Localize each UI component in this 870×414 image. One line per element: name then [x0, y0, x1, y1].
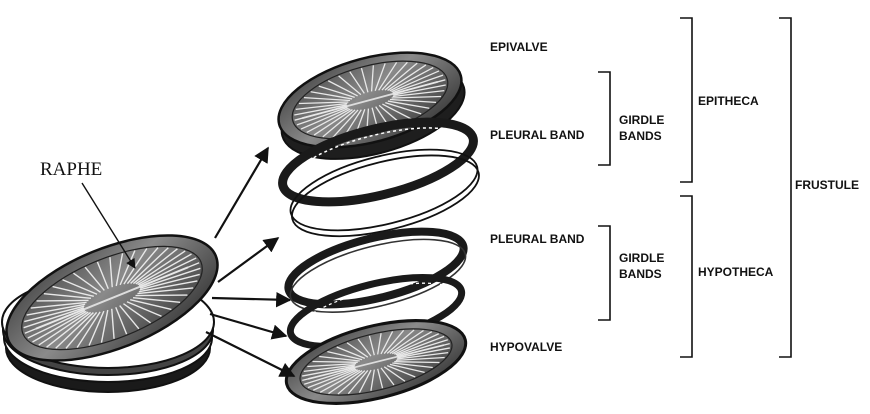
arrow-to-epivalve — [215, 148, 268, 238]
epitheca-label: EPITHECA — [698, 94, 759, 108]
epitheca-bracket — [680, 18, 692, 182]
hypovalve-label: HYPOVALVE — [490, 340, 562, 354]
pleural-band-top-label: PLEURAL BAND — [490, 128, 585, 142]
pleural-band-bottom-label: PLEURAL BAND — [490, 232, 585, 246]
girdle-bands-bottom-label-line1: GIRDLE — [619, 251, 664, 265]
raphe-label: RAPHE — [40, 159, 102, 180]
arrow-to-girdle-band — [212, 298, 290, 300]
arrow-to-hypovalve-band — [210, 314, 286, 336]
girdle-bands-bottom-bracket — [598, 226, 610, 320]
girdle-bands-bottom-label-line2: BANDS — [619, 267, 662, 281]
girdle-bands-top-bracket — [598, 72, 610, 165]
arrow-to-pleural-band — [218, 238, 278, 282]
frustule-bracket — [779, 18, 791, 357]
hypovalve-part — [278, 305, 474, 414]
girdle-bands-top-label-line2: BANDS — [619, 129, 662, 143]
girdle-bands-top-label-line1: GIRDLE — [619, 113, 664, 127]
assembled-frustule — [0, 210, 235, 392]
hypotheca-bracket — [680, 196, 692, 357]
hypotheca-label: HYPOTHECA — [698, 265, 774, 279]
arrow-to-hypovalve — [206, 332, 294, 376]
frustule-label: FRUSTULE — [795, 178, 859, 192]
epivalve-label: EPIVALVE — [490, 40, 548, 54]
